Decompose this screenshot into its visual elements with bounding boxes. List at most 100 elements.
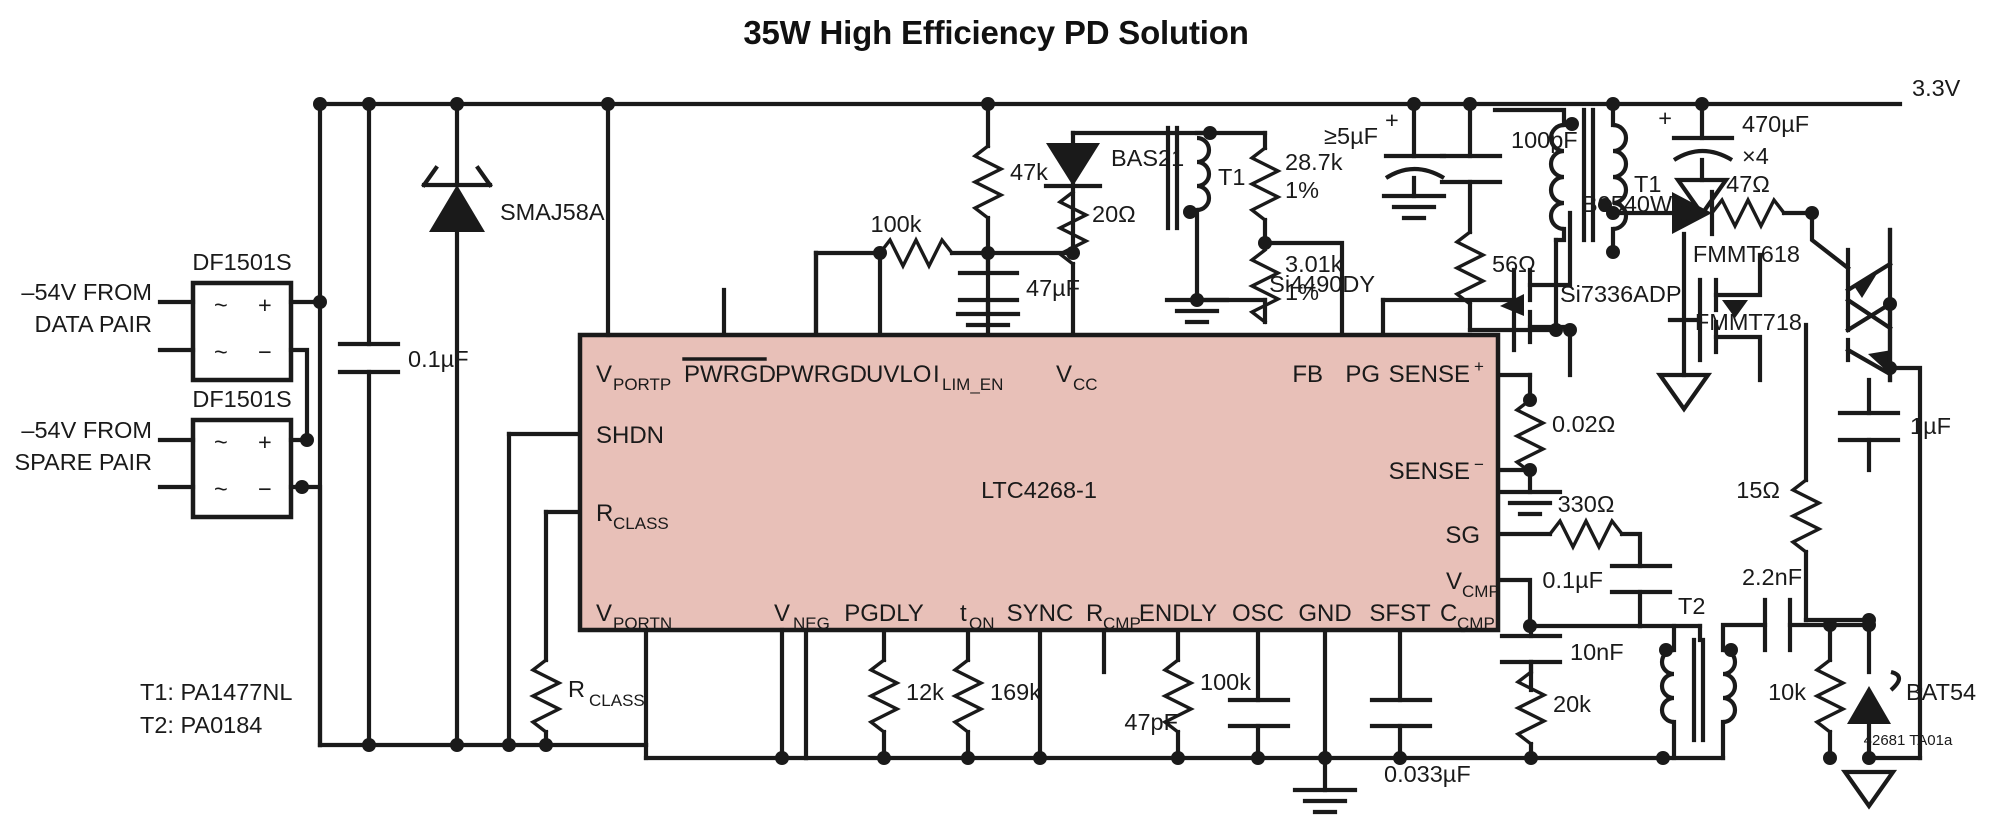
- resistor-sense-0p02: 0.02Ω: [1481, 372, 1615, 517]
- ic-body-ltc4268-1: [577, 332, 1501, 633]
- junction-dot: [295, 480, 309, 494]
- junction-dot: [1563, 323, 1577, 337]
- cap-2p2nf: 2.2nF: [1742, 564, 1837, 653]
- pwrgd-bar-stub: [721, 287, 1076, 338]
- polarity-dot: [1565, 117, 1579, 131]
- rclass-label-sub: CLASS: [589, 691, 645, 710]
- transformer-t1-main: T1: [1492, 97, 1661, 333]
- cap-100pf: 100pF: [1439, 97, 1578, 235]
- mosfet-si7336adp: Si7336ADP: [1560, 252, 1763, 383]
- cap470uf-label: 470µF: [1742, 111, 1809, 137]
- cap100pf-label: 100pF: [1511, 127, 1578, 153]
- mosfet-si4490dy: Si4490DY: [1269, 210, 1577, 378]
- cap-input-0p1uf: 0.1µF: [337, 97, 469, 752]
- bridge2-label: DF1501S: [192, 386, 291, 412]
- pin-shdn: SHDN: [596, 422, 664, 449]
- bridge1-ac1: ~: [214, 292, 228, 318]
- r20k-label: 20k: [1553, 691, 1591, 717]
- junction-dot: [362, 97, 376, 111]
- pin-vneg-main: V: [774, 600, 790, 627]
- cap-47pf-osc: [1227, 627, 1291, 761]
- junction-dot: [1677, 206, 1691, 220]
- vportp-pin-wire: [601, 97, 615, 338]
- junction-dot: [313, 295, 327, 309]
- pin-ccmp-main: C: [1440, 600, 1457, 627]
- pin-sensep-main: SENSE: [1389, 361, 1470, 388]
- t1-aux-label: T1: [1218, 164, 1245, 190]
- pin-osc: OSC: [1232, 600, 1284, 627]
- ground-symbol: [1292, 787, 1358, 815]
- pin-gnd: GND: [1298, 600, 1351, 627]
- pin-sync: SYNC: [1007, 600, 1074, 627]
- t2-note: T2: PA0184: [140, 712, 262, 738]
- data-pair-line2: DATA PAIR: [34, 311, 152, 337]
- ground-symbol: [1497, 489, 1563, 517]
- bat54-label: BAT54: [1906, 679, 1976, 705]
- junction-dot: [1523, 393, 1537, 407]
- bridge-rectifier-data-pair: DF1501S ~ ~ + −: [157, 249, 323, 443]
- resistor-47k-vcc: 47k: [971, 97, 1048, 338]
- si4490dy-label: Si4490DY: [1269, 271, 1375, 297]
- pin-rcmp-main: R: [1086, 600, 1103, 627]
- polarity-dot: [1724, 643, 1738, 657]
- ic-pin-labels-top: V PORTP PWRGD PWRGD UVLO I LIM_EN V CC F…: [596, 357, 1484, 394]
- t1-note: T1: PA1477NL: [140, 679, 292, 705]
- cap5uf-label: ≥5µF: [1324, 123, 1378, 149]
- transistor-fmmt618: FMMT618: [1693, 210, 1893, 333]
- page-title: 35W High Efficiency PD Solution: [743, 14, 1249, 51]
- pin-vcc-sub: CC: [1073, 375, 1098, 394]
- cap-0p1uf-sg: 0.1µF: [1542, 563, 1703, 629]
- transformer-t1-aux: T1: [1164, 125, 1245, 325]
- r301k-tol: 1%: [1285, 279, 1319, 305]
- r287k-label: 28.7k: [1285, 149, 1343, 175]
- pin-sensep-sup: +: [1474, 357, 1484, 376]
- si7336adp-label: Si7336ADP: [1560, 281, 1682, 307]
- fb-divider: 28.7k 1% 3.01k 1%: [1194, 130, 1345, 338]
- transformer-notes: T1: PA1477NL T2: PA0184: [140, 679, 292, 738]
- junction-dot: [601, 97, 615, 111]
- pin-vcmp-main: V: [1446, 568, 1462, 595]
- junction-dot: [1606, 97, 1620, 111]
- pin-ton-sub: ON: [969, 614, 995, 633]
- spare-pair-line1: –54V FROM: [21, 417, 152, 443]
- rsense-label: 0.02Ω: [1552, 411, 1615, 437]
- cap470uf-qty: ×4: [1742, 143, 1769, 169]
- r47k-label: 47k: [1010, 159, 1048, 185]
- bottom-ic-wires: [643, 627, 1726, 765]
- resistor-20k: 20k: [1514, 659, 1591, 765]
- junction-dot: [981, 97, 995, 111]
- diode-bat54: BAT54: [1827, 618, 1976, 810]
- input-label-data-pair: –54V FROM DATA PAIR: [21, 279, 152, 337]
- pin-sg: SG: [1445, 522, 1480, 549]
- resistor-10k: 10k: [1768, 622, 1847, 765]
- pin-pwrgd: PWRGD: [775, 361, 867, 388]
- r330ohm-label: 330Ω: [1558, 491, 1615, 517]
- pin-ccmp-sub: CMP: [1457, 614, 1495, 633]
- bridge-rectifier-spare-pair: DF1501S ~ ~ + −: [157, 386, 323, 748]
- input-label-spare-pair: –54V FROM SPARE PAIR: [14, 417, 152, 475]
- r100k-label: 100k: [871, 211, 922, 237]
- r47ohm-label: 47Ω: [1726, 171, 1770, 197]
- r10k-label: 10k: [1768, 679, 1806, 705]
- junction-dot: [1883, 361, 1897, 375]
- bridge2-minus: −: [258, 476, 272, 502]
- cap-1uf: 1µF: [1837, 377, 1951, 473]
- bridge1-ac2: ~: [214, 339, 228, 365]
- junction-dot: [313, 97, 327, 111]
- pin-sensen-main: SENSE: [1389, 458, 1470, 485]
- resistor-100k-endly: 100k 47pF: [1124, 627, 1251, 761]
- junction-dot: [1823, 751, 1837, 765]
- b0540w-label: B0540W: [1582, 191, 1673, 217]
- resistor-169k: 169k: [951, 627, 1041, 761]
- pin-rcmp-sub: CMP: [1103, 614, 1141, 633]
- shdn-wire: [502, 431, 583, 752]
- bridge2-ac2: ~: [214, 476, 228, 502]
- spare-pair-line2: SPARE PAIR: [14, 449, 152, 475]
- polarity-dot: [1183, 205, 1197, 219]
- tvs-diode-smaj58a: SMAJ58A: [421, 97, 605, 752]
- resistor-12k: 12k: [867, 627, 944, 761]
- drive-output-wires: [1883, 227, 1923, 693]
- junction-dot: [1862, 613, 1876, 627]
- bas21-label: BAS21: [1111, 145, 1184, 171]
